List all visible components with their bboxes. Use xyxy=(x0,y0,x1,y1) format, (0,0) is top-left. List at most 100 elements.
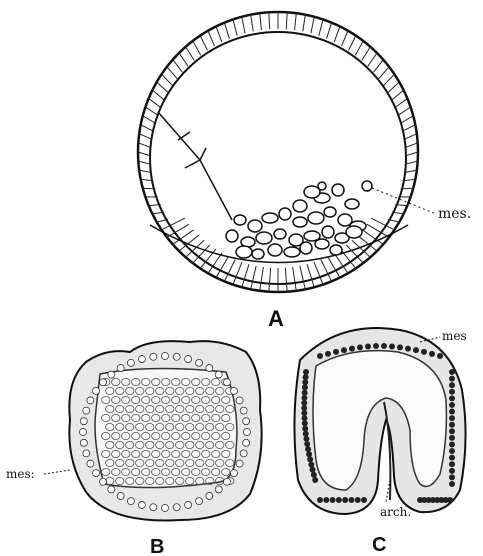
cell-nucleus xyxy=(429,351,435,357)
wall-cell-line xyxy=(401,116,414,123)
wall-cell-line xyxy=(242,17,245,34)
wall-cell-line xyxy=(143,116,156,123)
wall-cell xyxy=(230,387,237,394)
wall-cell xyxy=(196,359,203,366)
mesenchyme-cell xyxy=(362,181,372,191)
mesenchyme-cell xyxy=(330,245,342,255)
wall-cell-line xyxy=(395,98,407,107)
cell-nucleus xyxy=(449,468,455,474)
cell-nucleus xyxy=(342,497,348,503)
wall-cell xyxy=(243,418,250,425)
wall-cell xyxy=(150,353,157,360)
wall-cell-line xyxy=(224,23,229,39)
cell-nucleus xyxy=(449,448,455,454)
cell-nucleus xyxy=(449,402,455,408)
wall-cell-line xyxy=(342,31,349,46)
mesenchyme-cell xyxy=(315,239,329,249)
cell-nucleus xyxy=(449,441,455,447)
cell-nucleus xyxy=(437,353,443,359)
cell-nucleus xyxy=(413,347,419,353)
wall-cell-line xyxy=(403,125,416,132)
panel-b-mes-leader xyxy=(44,470,70,474)
mesenchyme-cell xyxy=(234,215,246,225)
wall-cell-line xyxy=(392,90,404,100)
mesenchyme-cell xyxy=(346,226,362,238)
wall-cell-line xyxy=(260,13,262,30)
wall-cell-line xyxy=(327,23,332,39)
wall-cell xyxy=(196,498,203,505)
cell-nucleus xyxy=(381,343,387,349)
wall-cell xyxy=(230,470,237,477)
wall-cell xyxy=(240,407,247,414)
cell-nucleus xyxy=(449,389,455,395)
cell-nucleus xyxy=(305,446,311,452)
wall-cell xyxy=(127,359,134,366)
mesenchyme-cell xyxy=(322,226,334,238)
cell-nucleus xyxy=(317,353,323,359)
wall-cell xyxy=(236,460,243,467)
wall-cell-line xyxy=(143,188,156,189)
wall-cell-line xyxy=(300,266,305,289)
wall-cell-line xyxy=(303,15,306,32)
wall-cell-line xyxy=(405,143,418,148)
wall-cell-line xyxy=(251,15,254,32)
wall-cell xyxy=(83,450,90,457)
wall-cell xyxy=(223,478,230,485)
wall-cell xyxy=(215,371,222,378)
mesenchyme-cell xyxy=(284,247,300,257)
cell-nucleus xyxy=(302,426,308,432)
panel-b-label: B xyxy=(150,536,164,556)
panel-a-drawing: mes. A xyxy=(138,12,471,331)
cell-nucleus xyxy=(348,497,354,503)
wall-cell-line xyxy=(384,74,395,85)
mesenchyme-cell xyxy=(318,182,326,190)
wall-cell xyxy=(138,356,145,363)
cell-nucleus xyxy=(449,409,455,415)
wall-cell xyxy=(93,387,100,394)
wall-cell-line xyxy=(379,67,389,79)
wall-cell-line xyxy=(373,60,383,73)
wall-cell-line xyxy=(311,17,314,34)
wall-cell-line xyxy=(200,36,207,51)
wall-cell xyxy=(185,501,192,508)
panel-c-mes-label: mes xyxy=(442,329,467,343)
wall-cell xyxy=(87,397,94,404)
wall-cell-line xyxy=(179,53,188,66)
wall-cell xyxy=(215,486,222,493)
mesenchyme-cell xyxy=(332,184,344,196)
panel-a-mes-label: mes. xyxy=(438,206,471,222)
mesenchyme-cell xyxy=(293,217,307,227)
wall-cell-line xyxy=(157,82,168,93)
cell-nucleus xyxy=(449,376,455,382)
cell-nucleus xyxy=(302,415,308,421)
cell-nucleus xyxy=(303,369,309,375)
mesenchyme-cell xyxy=(293,200,307,212)
wall-cell xyxy=(138,501,145,508)
cell-nucleus xyxy=(303,374,309,380)
wall-cell-line xyxy=(260,267,264,291)
cell-nucleus xyxy=(349,346,355,352)
wall-cell-line xyxy=(186,47,195,61)
mesenchyme-cell xyxy=(248,220,262,232)
mesenchyme-cell xyxy=(300,242,312,254)
wall-cell-line xyxy=(138,143,151,148)
cell-nucleus xyxy=(421,349,427,355)
cell-nucleus xyxy=(397,344,403,350)
cell-nucleus xyxy=(449,481,455,487)
cell-nucleus xyxy=(357,344,363,350)
cell-nucleus xyxy=(308,462,314,468)
mesenchyme-cell xyxy=(308,212,324,224)
wall-cell-line xyxy=(388,82,399,93)
wall-cell-line xyxy=(349,36,356,51)
wall-cell-line xyxy=(233,19,237,35)
cell-nucleus xyxy=(336,497,342,503)
cell-nucleus xyxy=(323,497,329,503)
wall-cell xyxy=(80,439,87,446)
wall-cell-line xyxy=(401,188,414,189)
wall-cell xyxy=(150,504,157,511)
cell-nucleus xyxy=(301,400,307,406)
cell-nucleus xyxy=(361,497,367,503)
wall-cell-line xyxy=(295,13,297,30)
wall-cell xyxy=(127,498,134,505)
mesenchyme-cell xyxy=(256,232,272,244)
